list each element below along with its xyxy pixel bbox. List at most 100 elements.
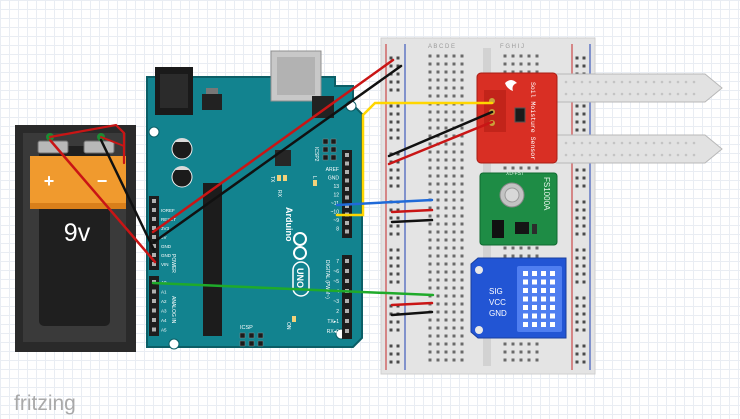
rail-hole	[389, 136, 393, 140]
rail-hole	[582, 352, 586, 356]
breadboard-hole	[519, 70, 523, 74]
led-tx-label: TX	[269, 176, 275, 183]
breadboard-hole	[452, 238, 456, 242]
header-pin	[152, 217, 156, 221]
probe-pad	[692, 153, 696, 157]
breadboard-hole	[452, 142, 456, 146]
breadboard-hole	[444, 166, 448, 170]
probe-pad	[604, 80, 608, 84]
breadboard-hole	[519, 358, 523, 362]
breadboard-hole	[436, 294, 440, 298]
breadboard-hole	[535, 166, 539, 170]
breadboard-hole	[452, 134, 456, 138]
rail-hole	[582, 184, 586, 188]
breadboard-hole	[452, 214, 456, 218]
breadboard-hole	[444, 70, 448, 74]
probe-pad	[644, 80, 648, 84]
header-pin	[345, 204, 349, 208]
breadboard-hole	[444, 334, 448, 338]
rail-hole	[582, 272, 586, 276]
soil-sensor-label: Soil Moisture Sensor	[529, 82, 536, 160]
breadboard-hole	[503, 62, 507, 66]
dht-vent	[532, 279, 537, 285]
left-pin-label: IOREF	[161, 208, 175, 213]
icsp2-pin	[330, 138, 337, 145]
breadboard-hole	[511, 54, 515, 58]
breadboard-hole	[452, 294, 456, 298]
breadboard-hole	[527, 62, 531, 66]
header-pin	[152, 318, 156, 322]
breadboard-hole	[460, 270, 464, 274]
wire-gnd-rail	[152, 64, 403, 244]
rail-hole	[575, 64, 579, 68]
breadboard-hole	[444, 318, 448, 322]
header-pin	[152, 308, 156, 313]
probe-pad	[620, 92, 624, 96]
probe-pad	[652, 153, 656, 157]
breadboard-hole	[460, 198, 464, 202]
rail-hole	[389, 104, 393, 108]
breadboard-hole	[436, 70, 440, 74]
breadboard-hole	[444, 54, 448, 58]
breadboard-hole	[444, 302, 448, 306]
breadboard-hole	[503, 350, 507, 354]
rail-hole	[582, 128, 586, 132]
probe-pad	[580, 92, 584, 96]
breadboard-hole	[511, 342, 515, 346]
breadboard-hole	[444, 134, 448, 138]
breadboard-hole	[444, 206, 448, 210]
probe-pad	[644, 153, 648, 157]
rail-hole	[396, 64, 400, 68]
breadboard-hole	[452, 254, 456, 258]
header-pin	[152, 262, 156, 266]
breadboard-hole	[444, 254, 448, 258]
sparkfun-flame-icon	[505, 80, 517, 91]
breadboard-hole	[436, 318, 440, 322]
breadboard-hole	[460, 118, 464, 122]
breadboard-hole	[436, 342, 440, 346]
dht-vent	[550, 305, 555, 310]
breadboard-hole	[436, 310, 440, 314]
icsp-pin	[248, 340, 255, 347]
probe-pad	[628, 80, 632, 84]
breadboard-hole	[460, 342, 464, 346]
dht-vent	[532, 296, 537, 302]
uno-text: UNO	[295, 268, 305, 288]
probe-pad	[588, 92, 592, 96]
rail-hole	[575, 224, 579, 228]
probe-pad	[668, 92, 672, 96]
rail-hole	[582, 112, 586, 116]
probe-pad	[668, 153, 672, 157]
digital-pin-label: 12	[333, 193, 339, 199]
rail-hole	[389, 64, 393, 68]
rail-hole	[582, 56, 586, 60]
probe-pad	[572, 141, 576, 145]
breadboard-hole	[460, 286, 464, 290]
rail-hole	[582, 208, 586, 212]
breadboard-hole	[436, 358, 440, 362]
breadboard-hole	[452, 350, 456, 354]
dht-vent	[550, 322, 555, 327]
rail-hole	[575, 280, 579, 284]
analog-header-block	[149, 276, 159, 336]
breadboard-hole	[444, 278, 448, 282]
rail-hole	[582, 120, 586, 124]
rail-hole	[396, 296, 400, 300]
breadboard-hole	[436, 190, 440, 194]
battery-voltage-label: 9v	[64, 219, 91, 247]
breadboard-hole	[444, 110, 448, 114]
breadboard-hole	[428, 238, 432, 242]
breadboard-hole	[452, 326, 456, 330]
breadboard-hole	[436, 126, 440, 130]
header-pin	[345, 309, 349, 313]
breadboard-hole	[535, 70, 539, 74]
breadboard-hole	[460, 78, 464, 82]
breadboard-hole	[511, 246, 515, 250]
probe-pad	[668, 80, 672, 84]
probe-pad	[660, 153, 664, 157]
breadboard-hole	[519, 54, 523, 58]
rail-hole	[389, 216, 393, 220]
rail-hole	[582, 328, 586, 332]
